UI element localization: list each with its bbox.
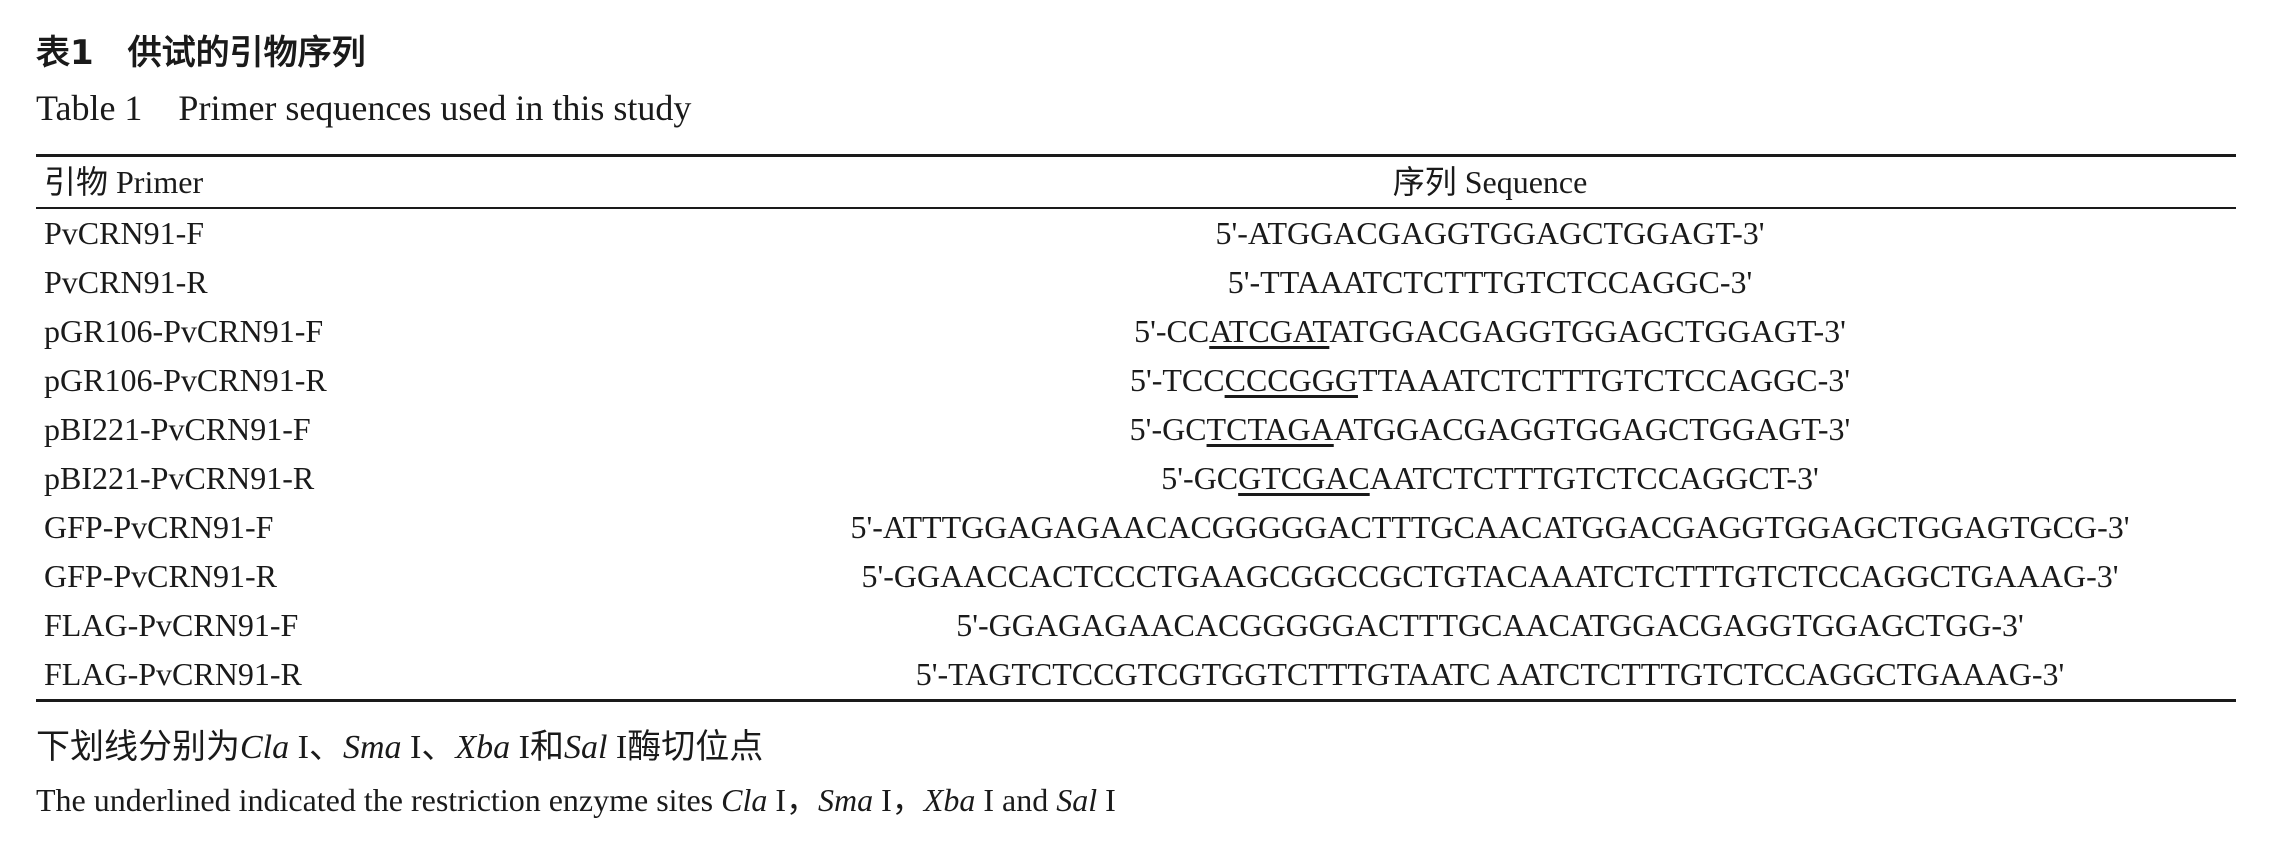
primer-name: GFP-PvCRN91-F: [44, 509, 274, 545]
primer-sequence: 5'-TAGTCTCCGTCGTGGTCTTTGTAATC AATCTCTTTG…: [744, 650, 2236, 701]
primer-name: pBI221-PvCRN91-F: [44, 411, 311, 447]
enzyme-name: Sma: [342, 729, 402, 766]
primer-table: 引物 Primer 序列 Sequence PvCRN91-F 5'-ATGGA…: [36, 154, 2236, 702]
enzyme-name: Sal: [1056, 782, 1098, 818]
primer-sequence: 5'-GGAACCACTCCCTGAAGCGGCCGCTGTACAAATCTCT…: [744, 552, 2236, 601]
sequence-prefix: 5'-TCC: [1129, 362, 1225, 398]
restriction-site: ATCGAT: [1209, 313, 1330, 349]
note-text: I和: [510, 729, 564, 766]
enzyme-name: Xba: [923, 782, 976, 818]
table-row: pGR106-PvCRN91-F 5'-CCATCGATATGGACGAGGTG…: [36, 307, 2236, 356]
enzyme-name: Sma: [818, 782, 874, 818]
sequence-text: 5'-GGAGAGAACACGGGGGACTTTGCAACATGGACGAGGT…: [956, 607, 2024, 643]
sequence-prefix: 5'-GC: [1129, 411, 1207, 447]
sequence-suffix: TTAAATCTCTTTGTCTCCAGGC-3': [1357, 362, 1851, 398]
note-text: I，: [767, 782, 818, 818]
sequence-prefix: 5'-CC: [1134, 313, 1210, 349]
primer-sequence: 5'-GCTCTAGAATGGACGAGGTGGAGCTGGAGT-3': [744, 405, 2236, 454]
primer-sequence: 5'-GCGTCGACAATCTCTTTGTCTCCAGGCT-3': [744, 454, 2236, 503]
enzyme-name: Xba: [455, 729, 511, 766]
primer-name: PvCRN91-F: [44, 215, 205, 251]
table-note-cn: 下划线分别为Cla I、Sma I、Xba I和Sal I酶切位点: [36, 724, 2236, 772]
restriction-site: GTCGAC: [1238, 460, 1370, 496]
enzyme-name: Sal: [563, 729, 608, 766]
table-row: FLAG-PvCRN91-R 5'-TAGTCTCCGTCGTGGTCTTTGT…: [36, 650, 2236, 701]
table-body: PvCRN91-F 5'-ATGGACGAGGTGGAGCTGGAGT-3' P…: [36, 208, 2236, 701]
primer-sequence: 5'-TCCCCCGGGTTAAATCTCTTTGTCTCCAGGC-3': [744, 356, 2236, 405]
note-text: I and: [975, 782, 1057, 818]
primer-name: FLAG-PvCRN91-F: [44, 607, 299, 643]
table-row: PvCRN91-F 5'-ATGGACGAGGTGGAGCTGGAGT-3': [36, 208, 2236, 258]
paper-table-block: 表1 供试的引物序列 Table 1 Primer sequences used…: [36, 30, 2236, 824]
note-text: I，: [873, 782, 924, 818]
table-row: GFP-PvCRN91-F 5'-ATTTGGAGAGAACACGGGGGACT…: [36, 503, 2236, 552]
sequence-text: 5'-ATTTGGAGAGAACACGGGGGACTTTGCAACATGGACG…: [850, 509, 2130, 545]
restriction-site: CCCGGG: [1224, 362, 1358, 398]
header-row: 引物 Primer 序列 Sequence: [36, 155, 2236, 209]
primer-sequence: 5'-GGAGAGAACACGGGGGACTTTGCAACATGGACGAGGT…: [744, 601, 2236, 650]
table-row: pBI221-PvCRN91-R 5'-GCGTCGACAATCTCTTTGTC…: [36, 454, 2236, 503]
primer-sequence: 5'-ATGGACGAGGTGGAGCTGGAGT-3': [744, 208, 2236, 258]
primer-name: PvCRN91-R: [44, 264, 208, 300]
primer-sequence: 5'-TTAAATCTCTTTGTCTCCAGGC-3': [744, 258, 2236, 307]
primer-name: GFP-PvCRN91-R: [44, 558, 277, 594]
table-note-en: The underlined indicated the restriction…: [36, 776, 2236, 824]
primer-sequence: 5'-ATTTGGAGAGAACACGGGGGACTTTGCAACATGGACG…: [744, 503, 2236, 552]
note-text: 下划线分别为: [36, 729, 240, 766]
sequence-text: 5'-GGAACCACTCCCTGAAGCGGCCGCTGTACAAATCTCT…: [861, 558, 2119, 594]
table-row: PvCRN91-R 5'-TTAAATCTCTTTGTCTCCAGGC-3': [36, 258, 2236, 307]
table-row: pBI221-PvCRN91-F 5'-GCTCTAGAATGGACGAGGTG…: [36, 405, 2236, 454]
sequence-prefix: 5'-GC: [1161, 460, 1239, 496]
enzyme-name: Cla: [240, 729, 290, 766]
enzyme-name: Cla: [721, 782, 768, 818]
note-text: The underlined indicated the restriction…: [36, 782, 722, 818]
primer-sequence: 5'-CCATCGATATGGACGAGGTGGAGCTGGAGT-3': [744, 307, 2236, 356]
primer-name: pGR106-PvCRN91-F: [44, 313, 324, 349]
sequence-text: 5'-TAGTCTCCGTCGTGGTCTTTGTAATC AATCTCTTTG…: [915, 656, 2065, 692]
note-text: I: [1097, 782, 1116, 818]
sequence-suffix: ATGGACGAGGTGGAGCTGGAGT-3': [1329, 313, 1846, 349]
primer-name: FLAG-PvCRN91-R: [44, 656, 302, 692]
table-row: FLAG-PvCRN91-F 5'-GGAGAGAACACGGGGGACTTTG…: [36, 601, 2236, 650]
header-sequence: 序列 Sequence: [744, 155, 2236, 209]
sequence-text: 5'-TTAAATCTCTTTGTCTCCAGGC-3': [1227, 264, 1753, 300]
header-primer: 引物 Primer: [36, 155, 744, 209]
table-title-en: Table 1 Primer sequences used in this st…: [36, 88, 692, 128]
note-text: I酶切位点: [607, 729, 764, 766]
primer-name: pGR106-PvCRN91-R: [44, 362, 327, 398]
table-title-cn: 表1 供试的引物序列: [36, 33, 366, 73]
primer-name: pBI221-PvCRN91-R: [44, 460, 315, 496]
table-row: pGR106-PvCRN91-R 5'-TCCCCCGGGTTAAATCTCTT…: [36, 356, 2236, 405]
sequence-text: 5'-ATGGACGAGGTGGAGCTGGAGT-3': [1215, 215, 1765, 251]
restriction-site: TCTAGA: [1206, 411, 1334, 447]
note-text: I、: [401, 729, 456, 766]
table-row: GFP-PvCRN91-R 5'-GGAACCACTCCCTGAAGCGGCCG…: [36, 552, 2236, 601]
sequence-suffix: ATGGACGAGGTGGAGCTGGAGT-3': [1333, 411, 1851, 447]
note-text: I、: [289, 729, 343, 766]
sequence-suffix: AATCTCTTTGTCTCCAGGCT-3': [1369, 460, 1819, 496]
table-header: 引物 Primer 序列 Sequence: [36, 155, 2236, 209]
